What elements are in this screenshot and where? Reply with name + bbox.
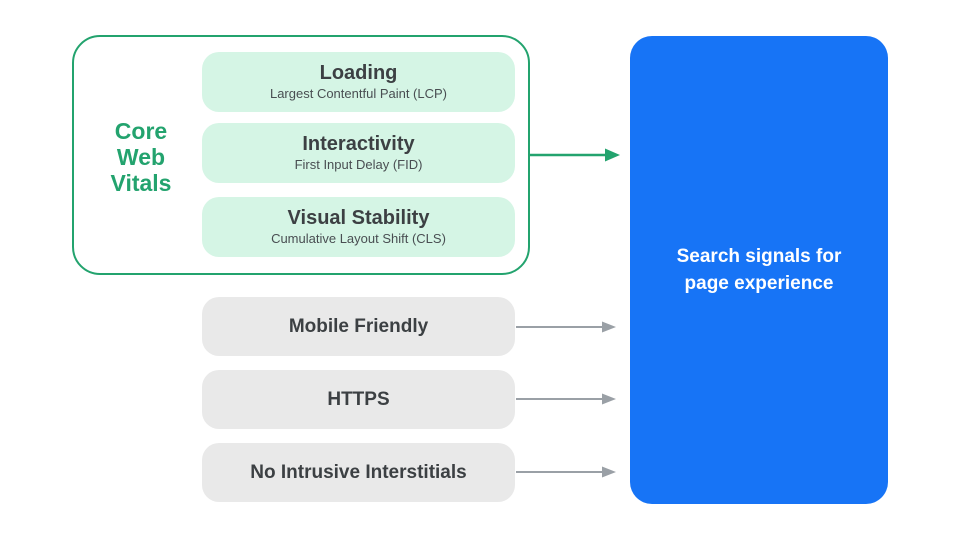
metric-card-visual-stability: Visual Stability Cumulative Layout Shift… <box>202 197 515 257</box>
metric-title-interactivity: Interactivity <box>302 133 415 155</box>
signal-label-no-intrusive-interstitials: No Intrusive Interstitials <box>250 461 467 483</box>
signal-card-mobile-friendly: Mobile Friendly <box>202 297 515 356</box>
core-web-vitals-group-label: Core Web Vitals <box>110 118 172 196</box>
metric-subtitle-cls: Cumulative Layout Shift (CLS) <box>271 231 446 246</box>
arrow-no-intrusive-interstitials-icon <box>516 466 616 478</box>
metric-subtitle-lcp: Largest Contentful Paint (LCP) <box>269 86 448 101</box>
metric-title-loading: Loading <box>319 62 398 84</box>
signal-label-mobile-friendly: Mobile Friendly <box>288 315 429 337</box>
signal-card-no-intrusive-interstitials: No Intrusive Interstitials <box>202 443 515 502</box>
search-signals-label: Search signals for page experience <box>676 246 842 294</box>
arrow-https-icon <box>516 393 616 405</box>
metric-card-interactivity: Interactivity First Input Delay (FID) <box>202 123 515 183</box>
arrow-mobile-friendly-icon <box>516 321 616 333</box>
metric-card-loading: Loading Largest Contentful Paint (LCP) <box>202 52 515 112</box>
arrow-core-web-vitals-icon <box>530 148 620 162</box>
metric-title-visual-stability: Visual Stability <box>287 207 430 229</box>
signal-card-https: HTTPS <box>202 370 515 429</box>
search-signals-box: Search signals for page experience <box>630 36 888 504</box>
signal-label-https: HTTPS <box>327 388 390 410</box>
metric-subtitle-fid: First Input Delay (FID) <box>294 157 423 172</box>
